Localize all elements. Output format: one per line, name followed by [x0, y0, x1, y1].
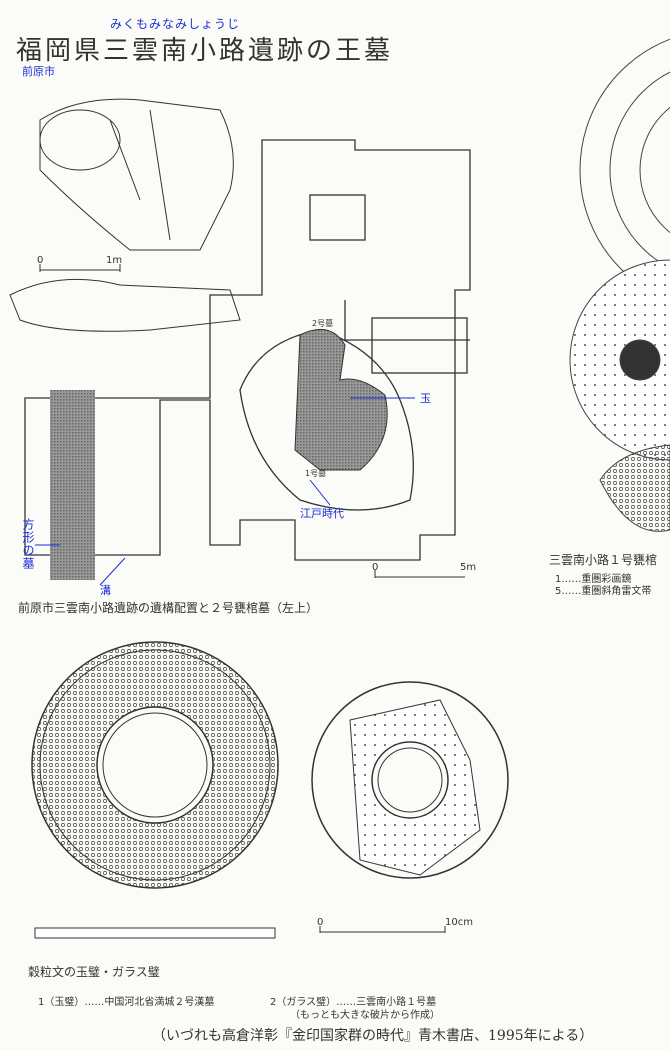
bi-caption: 穀粒文の玉璧・ガラス璧 — [28, 965, 160, 979]
bi-item-2-note: （もっとも大きな破片から作成） — [290, 1010, 440, 1021]
scale-bar-top — [39, 264, 121, 272]
jade-bi-drawing — [31, 641, 279, 939]
bi-item-2: 2（ガラス璧）……三雲南小路１号墓 — [270, 997, 437, 1008]
annotation-lines — [35, 397, 415, 586]
jar-coffin-drawing — [9, 98, 241, 332]
edo-period-annotation: 江戸時代 — [300, 507, 344, 520]
tomb1-label: 1号墓 — [305, 469, 327, 478]
scale-main-end: 5m — [460, 562, 477, 573]
glass-bi-drawing — [311, 681, 509, 879]
square-tomb-annotation: 方形の墓 — [21, 518, 35, 570]
mirror-item-5: 5……重圏斜角雷文帯 — [555, 586, 652, 597]
square-tomb-shading — [50, 390, 95, 580]
scale-top-zero: 0 — [37, 255, 44, 266]
scale-top-end: 1m — [106, 255, 123, 266]
jewel-annotation: 玉 — [420, 392, 431, 405]
title-furigana: みくもみなみしょうじ — [110, 17, 241, 31]
mirror-caption: 三雲南小路１号甕棺 — [549, 553, 658, 567]
tomb2-label: 2号墓 — [312, 319, 334, 328]
scale-main-zero: 0 — [372, 562, 379, 573]
city-label: 前原市 — [22, 65, 55, 78]
scale-bi-end: 10cm — [445, 917, 473, 928]
tomb2-shading — [294, 328, 388, 471]
mirror-item-1: 1……重圏彩画鏡 — [555, 574, 632, 585]
scale-bi-zero: 0 — [317, 917, 324, 928]
site-plan-caption: 前原市三雲南小路遺跡の遺構配置と２号甕棺墓（左上） — [18, 601, 319, 615]
bi-item-1: 1（玉璧）……中国河北省満城２号漢墓 — [38, 997, 215, 1008]
mirror-fragments — [569, 38, 670, 532]
page-title: 福岡県三雲南小路遺跡の王墓 — [16, 36, 394, 66]
scale-bar-bi — [319, 926, 446, 933]
ditch-annotation: 溝 — [100, 584, 111, 597]
source-citation: （いづれも高倉洋彰『金印国家群の時代』青木書店、1995年による） — [152, 1028, 594, 1044]
scale-bar-main — [374, 570, 465, 578]
